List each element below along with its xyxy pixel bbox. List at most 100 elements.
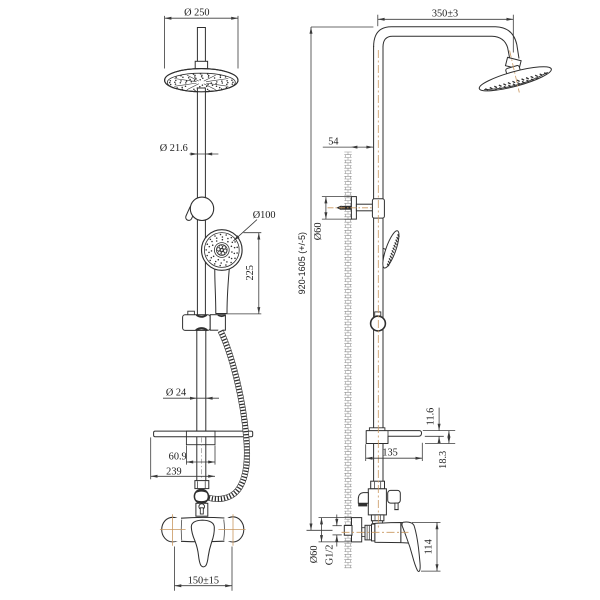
dimension-arrow	[150, 474, 158, 478]
dimension-arrow	[437, 423, 441, 431]
spray-nozzle-dot	[182, 76, 184, 78]
side-view	[306, 14, 552, 572]
hub-center-dot	[220, 248, 224, 252]
side-bracket-flange-diameter-label: Ø60	[313, 223, 324, 241]
spray-nozzle-dot	[168, 81, 171, 84]
hub-petal	[217, 250, 222, 255]
front-overhead-head-outline	[164, 68, 239, 93]
part-ellipse	[478, 66, 552, 92]
side-escutcheon-diameter-label: Ø60	[309, 546, 320, 564]
spray-nozzle-dot	[194, 74, 196, 77]
front-arm-pipe	[196, 27, 206, 62]
spray-nozzle-dot	[231, 251, 233, 253]
spray-nozzle-dash	[530, 78, 534, 81]
side-handle-height-label: 114	[423, 539, 434, 554]
dimension-arrow	[190, 152, 198, 156]
spray-nozzle-dot	[180, 80, 182, 82]
dimension-arrow	[366, 145, 374, 149]
front-diverter-keyhole-slot	[199, 507, 204, 515]
spray-nozzle-dot	[216, 81, 218, 83]
spray-nozzle-dot	[190, 81, 193, 83]
spray-nozzle-dot	[185, 80, 188, 82]
spray-nozzle-dot	[231, 241, 234, 244]
spray-nozzle-dot	[206, 243, 209, 245]
spray-nozzle-dot	[219, 233, 222, 236]
spray-nozzle-dot	[225, 234, 227, 236]
dimension-arrow	[257, 307, 261, 314]
spray-nozzle-dot	[210, 82, 213, 84]
dimension-arrow	[205, 396, 213, 400]
spray-nozzle-dot	[215, 240, 218, 242]
spray-nozzle-dash	[392, 247, 396, 251]
side-diverter-body	[367, 488, 387, 516]
spray-nozzle-dot	[209, 259, 211, 262]
spray-nozzle-dot	[208, 245, 211, 248]
spray-nozzle-dot	[206, 73, 209, 75]
dimension-arrow	[233, 235, 240, 241]
spray-nozzle-dash	[386, 263, 390, 267]
spray-nozzle-dot	[234, 257, 236, 260]
dimension-arrow	[415, 456, 423, 460]
side-hand-shower	[382, 230, 400, 269]
front-hand-shower-ring	[204, 232, 240, 268]
spray-nozzle-dash	[396, 236, 399, 240]
side-arm-inner	[382, 35, 511, 59]
spray-nozzle-dot	[221, 238, 224, 241]
dimension-arrow	[435, 522, 439, 530]
front-lower-pipe-diameter-label: Ø 24	[166, 387, 186, 398]
spray-nozzle-dash	[521, 80, 525, 84]
spray-nozzle-dot	[208, 251, 210, 254]
front-slider-bracket-right	[209, 314, 226, 331]
spray-nozzle-dot	[219, 74, 222, 77]
spray-nozzle-dot	[195, 77, 197, 80]
spray-nozzle-dot	[214, 260, 217, 263]
dimension-arrow	[350, 145, 358, 149]
front-hand-shower-hub-petals	[216, 244, 228, 256]
front-wall-bracket-knob	[189, 196, 215, 222]
side-diverter-top-nut	[370, 480, 386, 490]
spray-nozzle-dot	[201, 74, 203, 76]
spray-nozzle-dot	[205, 85, 208, 88]
spray-nozzle-dot	[199, 73, 202, 75]
dimension-arrow	[324, 196, 328, 204]
spray-nozzle-dot	[213, 77, 216, 79]
front-hand-shower-diameter-label: Ø100	[253, 210, 276, 221]
spray-nozzle-dot	[169, 79, 172, 82]
front-shelf-plate	[153, 430, 254, 438]
spray-nozzle-dot	[215, 85, 218, 88]
spray-nozzle-dot	[180, 75, 182, 77]
side-diverter-pin	[394, 502, 399, 510]
spray-nozzle-dash	[387, 260, 391, 264]
spray-nozzle-dot	[233, 252, 236, 255]
front-hand-shower-spray-dots	[205, 233, 238, 267]
spray-nozzle-dot	[210, 250, 213, 252]
front-mixer-body-top	[180, 516, 225, 519]
spray-nozzle-dot	[226, 79, 228, 82]
spray-nozzle-dot	[175, 79, 177, 82]
dimension-arrow	[320, 535, 323, 542]
spray-nozzle-dot	[221, 236, 224, 238]
spray-nozzle-dash	[494, 85, 498, 89]
dimension-arrow	[309, 27, 313, 34]
front-upper-pipe-diameter-label: Ø 21.6	[160, 143, 188, 154]
dimension-arrow	[208, 460, 215, 464]
dimension-arrow	[174, 584, 182, 588]
spray-nozzle-dash	[391, 249, 395, 254]
hub-petal	[223, 248, 228, 253]
dimension-arrow	[164, 16, 172, 20]
spray-nozzle-dot	[200, 75, 203, 78]
side-shelf-lip-thickness-label: 11.6	[426, 408, 437, 426]
spray-nozzle-dot	[219, 264, 221, 267]
spray-nozzle-dot	[234, 241, 236, 243]
spray-nozzle-dot	[227, 81, 229, 84]
spray-nozzle-dot	[201, 84, 204, 86]
hub-petal	[222, 245, 227, 250]
dimension-arrow	[335, 518, 339, 526]
spray-nozzle-dash	[397, 234, 400, 238]
spray-spoke-line	[203, 83, 216, 90]
dimension-arrow	[190, 396, 197, 400]
dimension-arrow	[186, 460, 194, 464]
spray-nozzle-dot	[227, 240, 229, 243]
side-wall-offset-label: 54	[328, 136, 338, 147]
spray-nozzle-dot	[221, 80, 223, 82]
